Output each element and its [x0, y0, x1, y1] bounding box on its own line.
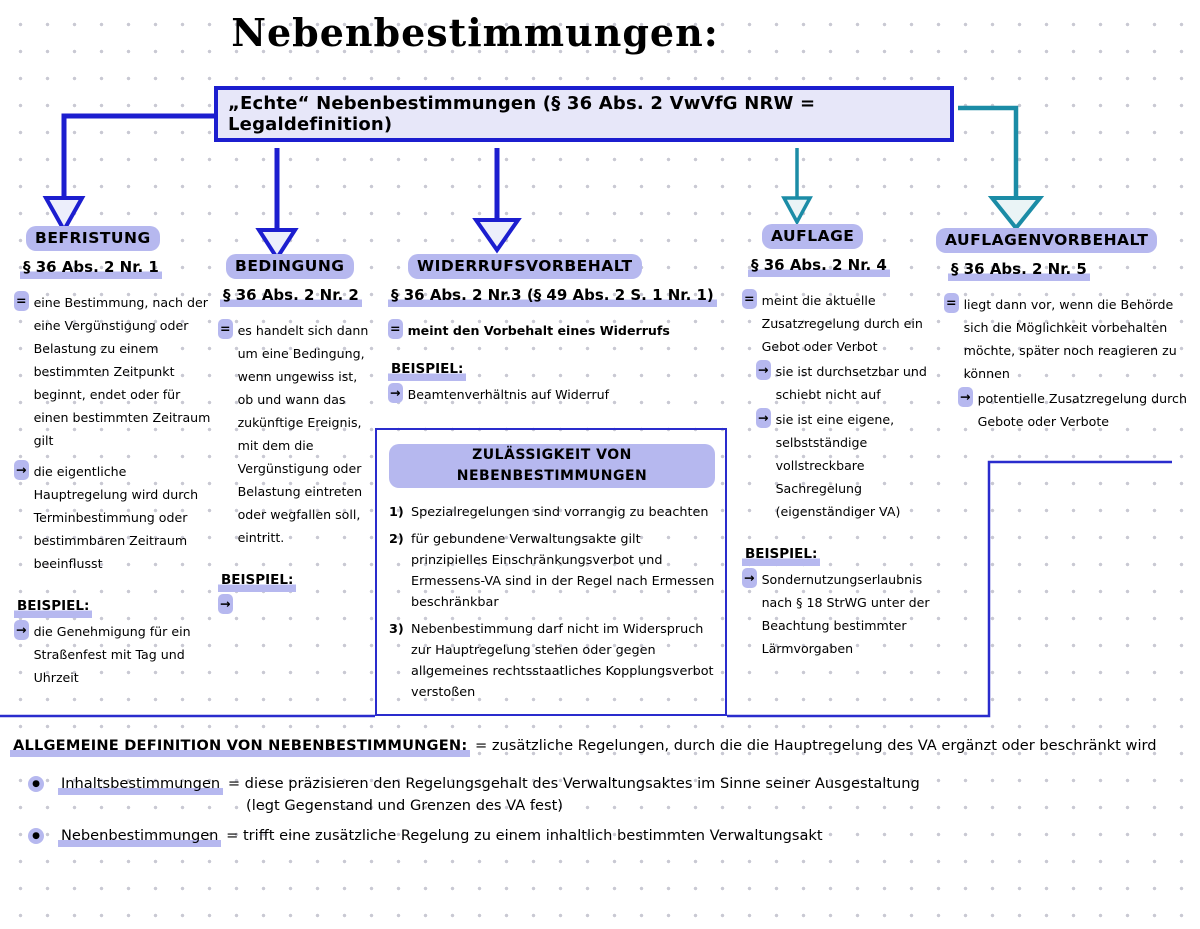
item-number: 3): [389, 622, 404, 637]
column-widerrufsvorbehalt: WIDERRUFSVORBEHALT § 36 Abs. 2 Nr.3 (§ 4…: [388, 254, 723, 406]
beispiel-label: BEISPIEL:: [14, 595, 93, 618]
zulaessigkeit-item: 1) Spezialregelungen sind vorrangig zu b…: [389, 502, 715, 523]
bullet-nebenbestimmungen: ● Nebenbestimmungen = trifft eine zusätz…: [28, 825, 1196, 847]
statute-befristung: § 36 Abs. 2 Nr. 1: [20, 256, 162, 279]
zulaessigkeit-box: ZULÄSSIGKEIT VON NEBENBESTIMMUNGEN 1) Sp…: [375, 428, 727, 716]
column-befristung: BEFRISTUNG § 36 Abs. 2 Nr. 1 = eine Best…: [14, 226, 214, 689]
arrow-icon: →: [14, 620, 29, 640]
statute-auflagenvorbehalt: § 36 Abs. 2 Nr. 5: [948, 258, 1090, 281]
arrow-icon: →: [756, 360, 771, 380]
column-auflagenvorbehalt: AUFLAGENVORBEHALT § 36 Abs. 2 Nr. 5 = li…: [936, 228, 1188, 433]
bullet-icon: ●: [28, 828, 44, 844]
equals-icon: =: [944, 293, 959, 313]
definition-bedingung: es handelt sich dann um eine Bedingung, …: [237, 323, 369, 545]
beispiel-label: BEISPIEL:: [388, 358, 467, 381]
root-definition-label: „Echte“ Nebenbestimmungen (§ 36 Abs. 2 V…: [228, 93, 816, 135]
arrow-icon: →: [14, 460, 29, 480]
beispiel-bedingung: [238, 594, 376, 614]
arrow-icon: →: [958, 387, 973, 407]
general-definition-text: = zusätzliche Regelungen, durch die die …: [475, 737, 1157, 754]
definition-auflage: meint die aktuelle Zusatzregelung durch …: [761, 293, 923, 354]
equals-icon: =: [218, 319, 233, 339]
arrow-icon: →: [756, 408, 771, 428]
heading-befristung: BEFRISTUNG: [26, 226, 160, 251]
heading-auflage: AUFLAGE: [762, 224, 864, 249]
column-bedingung: BEDINGUNG § 36 Abs. 2 Nr. 2 = es handelt…: [218, 254, 376, 614]
arrow-line-auflagenvorbehalt: [958, 105, 1019, 198]
arrow-icon: →: [388, 383, 403, 403]
arrow-icon: →: [218, 594, 233, 614]
subnote-auflage: sie ist eine eigene, selbstständige voll…: [775, 412, 901, 519]
bullet-term: Inhaltsbestimmungen: [58, 773, 224, 795]
general-definition-label: ALLGEMEINE DEFINITION VON NEBENBESTIMMUN…: [10, 735, 471, 757]
arrow-icon: →: [742, 568, 757, 588]
bullet-text: = trifft eine zusätzliche Regelung zu ei…: [226, 827, 823, 844]
statute-auflage: § 36 Abs. 2 Nr. 4: [748, 254, 890, 277]
beispiel-label: BEISPIEL:: [742, 543, 821, 566]
subnote-auflage: sie ist durchsetzbar und schiebt nicht a…: [775, 364, 927, 402]
root-definition-box: „Echte“ Nebenbestimmungen (§ 36 Abs. 2 V…: [214, 86, 954, 142]
column-auflage: AUFLAGE § 36 Abs. 2 Nr. 4 = meint die ak…: [742, 224, 940, 660]
heading-auflagenvorbehalt: AUFLAGENVORBEHALT: [936, 228, 1158, 253]
definition-widerrufsvorbehalt: meint den Vorbehalt eines Widerrufs: [407, 323, 670, 338]
item-number: 1): [389, 505, 404, 520]
statute-bedingung: § 36 Abs. 2 Nr. 2: [220, 284, 362, 307]
zulaessigkeit-item: 3) Nebenbestimmung darf nicht im Widersp…: [389, 619, 715, 703]
footer-definitions: ALLGEMEINE DEFINITION VON NEBENBESTIMMUN…: [10, 735, 1196, 847]
equals-icon: =: [742, 289, 757, 309]
statute-widerrufsvorbehalt: § 36 Abs. 2 Nr.3 (§ 49 Abs. 2 S. 1 Nr. 1…: [388, 284, 717, 307]
arrowhead-auflagenvorbehalt-icon: [987, 196, 1045, 232]
beispiel-befristung: die Genehmigung für ein Straßenfest mit …: [33, 624, 191, 685]
note-befristung: die eigentliche Hauptregelung wird durch…: [33, 464, 199, 571]
arrowhead-auflage-icon: [781, 196, 813, 226]
zulaessigkeit-title: ZULÄSSIGKEIT VON NEBENBESTIMMUNGEN: [389, 444, 715, 488]
arrowhead-widerrufsvorbehalt-icon: [472, 218, 522, 254]
definition-befristung: eine Bestimmung, nach der eine Vergünsti…: [33, 295, 211, 448]
bullet-icon: ●: [28, 776, 44, 792]
bullet-inhaltsbestimmungen: ● Inhaltsbestimmungen = diese präzisiere…: [28, 773, 1196, 817]
bullet-text: = diese präzisieren den Regelungsgehalt …: [227, 775, 920, 792]
equals-icon: =: [388, 319, 403, 339]
bullet-term: Nebenbestimmungen: [58, 825, 222, 847]
beispiel-widerrufsvorbehalt: Beamtenverhältnis auf Widerruf: [407, 387, 610, 402]
heading-bedingung: BEDINGUNG: [226, 254, 354, 279]
bullet-subtext: (legt Gegenstand und Grenzen des VA fest…: [246, 797, 563, 814]
beispiel-auflage: Sondernutzungserlaubnis nach § 18 StrWG …: [761, 572, 930, 656]
definition-auflagenvorbehalt: liegt dann vor, wenn die Behörde sich di…: [963, 297, 1177, 381]
general-definition-line: ALLGEMEINE DEFINITION VON NEBENBESTIMMUN…: [10, 735, 1196, 757]
heading-widerrufsvorbehalt: WIDERRUFSVORBEHALT: [408, 254, 642, 279]
subnote-auflagenvorbehalt: potentielle Zusatzregelung durch Gebote …: [977, 391, 1187, 429]
page-title: Nebenbestimmungen:: [231, 10, 719, 55]
arrow-line-befristung: [61, 113, 214, 198]
item-number: 2): [389, 532, 404, 547]
beispiel-label: BEISPIEL:: [218, 569, 297, 592]
equals-icon: =: [14, 291, 29, 311]
zulaessigkeit-item: 2) für gebundene Verwaltungsakte gilt pr…: [389, 529, 715, 613]
